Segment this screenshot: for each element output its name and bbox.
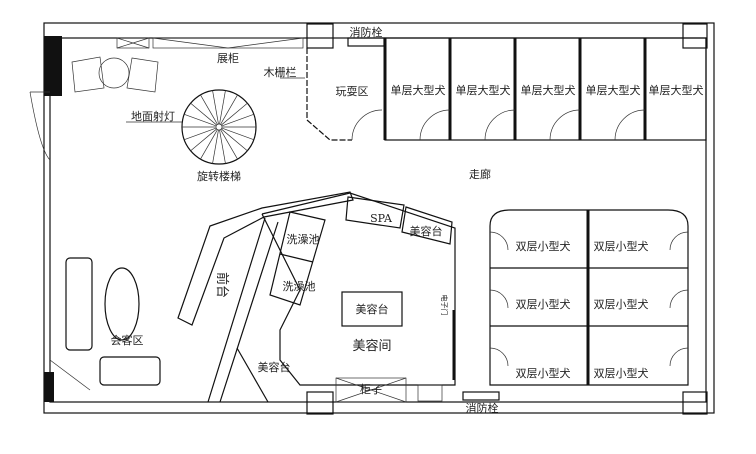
column [306,23,334,49]
display-cabinet: 展柜 [116,37,304,65]
room-label: 单层大型犬 [649,83,704,97]
entrance-door [29,91,51,161]
room-label: 电子门 [440,295,449,316]
plan-line [49,359,91,391]
stair-tread [221,102,248,126]
sofa-bottom [99,356,161,386]
room-label: 消防栓 [350,25,383,39]
column [682,391,708,415]
room-label: 美容台 [258,360,291,374]
room-label: 美容间 [352,338,391,354]
room-label: 单层大型犬 [391,83,446,97]
left-wall-column-bottom [44,372,54,402]
room-label: 消防栓 [466,401,499,415]
stair-tread [220,94,238,125]
room-label: 地面射灯 [131,109,175,123]
room-label: 旋转楼梯 [197,169,241,183]
stair-tread [212,129,219,164]
plan-line [177,191,354,326]
room-label: 柜子 [360,383,382,396]
plan-line [335,377,407,403]
plan-line [419,109,646,141]
plan-line [43,22,715,414]
room-label: 双层小型犬 [516,297,571,311]
grooming-table-top [401,206,453,245]
room-label: 单层大型犬 [586,83,641,97]
cabinet [335,377,407,403]
room-label: 单层大型犬 [456,83,511,97]
room-label: 单层大型犬 [521,83,576,97]
plan-line [215,123,223,131]
coffee-table [104,267,140,341]
stair-tread [219,129,226,164]
lounge: 会客区 [65,257,161,386]
plan-line [152,37,304,49]
column [306,391,334,415]
room-label: 双层小型犬 [516,239,571,253]
sofa-left [65,257,93,351]
room-label: 木栅栏 [264,65,297,79]
wood-fence [306,48,352,141]
stair-tread [200,129,218,160]
plan-line [489,231,689,367]
room-label: 洗澡池 [283,280,316,293]
lounge-armchairs [71,56,159,93]
room-label: 会客区 [111,333,144,347]
room-label: 双层小型犬 [594,239,649,253]
column [682,23,708,49]
stair-tread [221,127,254,140]
spiral-stairs [181,89,257,165]
room-label: 双层小型犬 [516,366,571,380]
room-label: 走廊 [469,167,491,181]
plan-line [489,209,689,386]
room-label: 美容台 [356,302,389,316]
fire-hydrant-bottom [462,391,500,401]
plan-line [152,37,304,49]
sink [417,384,443,402]
room-label: 展柜 [217,52,239,65]
stair-tread [190,102,217,126]
spa-tub [345,196,405,229]
plan-line [116,37,150,49]
fire-hydrant-top [347,37,385,47]
bath-tubs [269,211,326,306]
stair-tread [190,128,217,152]
stair-tread [220,129,238,160]
left-wall-column-top [44,36,62,96]
play-area-door [351,109,383,141]
stair-tread [221,114,254,127]
stair-tread [184,114,217,127]
room-label: 双层小型犬 [594,297,649,311]
large-kennels: 单层大型犬 单层大型犬 单层大型犬 单层大型犬 单层大型犬 [383,37,707,141]
room-label: SPA [370,212,393,225]
plan-line [126,57,159,93]
grooming-table-center [341,291,403,327]
plan-line [279,253,314,263]
stair-tread [219,90,226,125]
grooming-room: SPA 美容台 洗澡池 洗澡池 美容台 美容间 电子门 美容台 柜子 [207,192,456,403]
plan-line [236,347,269,403]
room-label: 玩耍区 [336,85,369,98]
stair-tread [200,94,218,125]
reception-counter: 前台 [177,191,354,326]
room-label: 美容台 [410,224,443,238]
room-label: 前台 [214,272,230,298]
plan-line [207,217,279,403]
room-label: 洗澡池 [287,233,320,246]
round-table [98,57,130,89]
stair-tread [212,90,219,125]
room-label: 双层小型犬 [594,366,649,380]
plan-line [71,56,105,93]
stair-tread [221,128,248,152]
stair-tread [184,127,217,140]
small-kennels: 双层小型犬 双层小型犬 双层小型犬 双层小型犬 双层小型犬 双层小型犬 [489,209,689,386]
plan-line [116,37,150,49]
